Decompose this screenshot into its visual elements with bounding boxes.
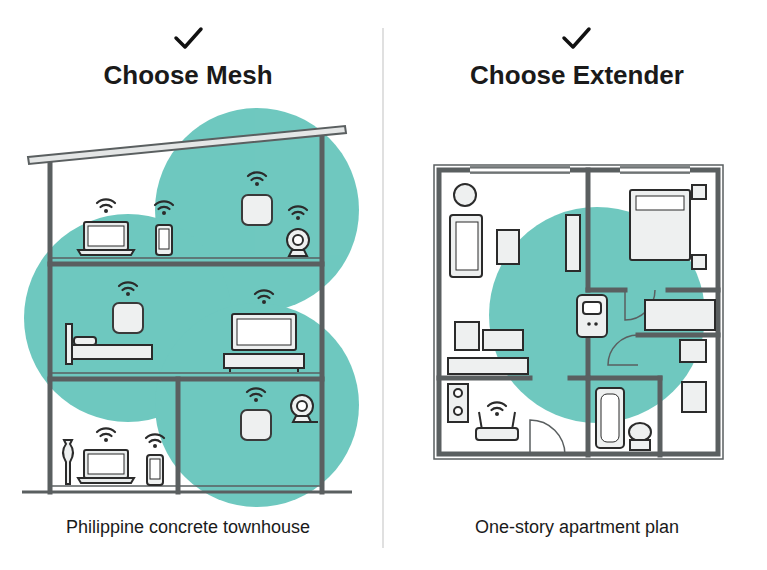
panel-caption: Philippine concrete townhouse — [66, 517, 310, 538]
panel-heading: Choose Extender — [470, 60, 684, 91]
panel-heading: Choose Mesh — [103, 60, 272, 91]
panel-caption: One-story apartment plan — [475, 517, 679, 538]
